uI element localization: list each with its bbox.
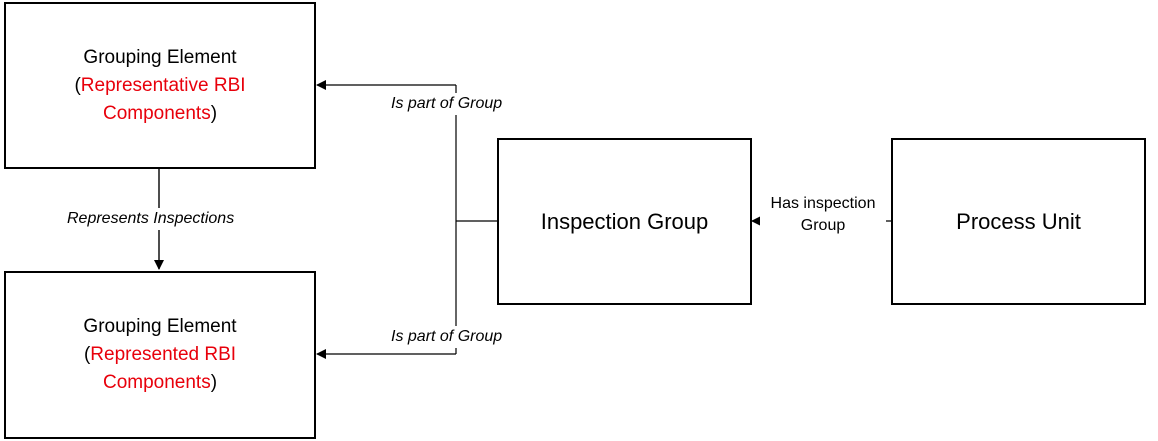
process-unit-box: Process Unit: [891, 138, 1146, 305]
representative-highlight-1: Representative RBI: [80, 74, 246, 96]
is-part-of-group-bottom-label: Is part of Group: [391, 326, 503, 348]
represented-highlight-2: Components: [102, 372, 211, 393]
grouping-element-represented-box: Grouping Element (Represented RBI Compon…: [4, 271, 316, 439]
represented-highlight-1: Represented RBI: [90, 344, 237, 365]
inspection-group-title: Inspection Group: [540, 208, 709, 234]
represented-line1: (Represented RBI: [83, 344, 237, 365]
process-unit-title: Process Unit: [956, 208, 1081, 234]
represented-line2: Components): [102, 372, 218, 393]
inspection-group-box: Inspection Group: [497, 138, 752, 305]
representative-line1: (Representative RBI: [74, 74, 246, 96]
representative-title: Grouping Element: [83, 46, 237, 68]
representative-line2: Components): [102, 102, 218, 124]
represented-title: Grouping Element: [83, 316, 237, 337]
is-part-of-group-top-label: Is part of Group: [391, 93, 503, 115]
has-inspection-group-label: Has inspection Group: [760, 193, 886, 237]
grouping-element-representative-box: Grouping Element (Representative RBI Com…: [4, 2, 316, 169]
represents-inspections-label: Represents Inspections: [67, 208, 235, 230]
representative-highlight-2: Components: [102, 102, 211, 124]
